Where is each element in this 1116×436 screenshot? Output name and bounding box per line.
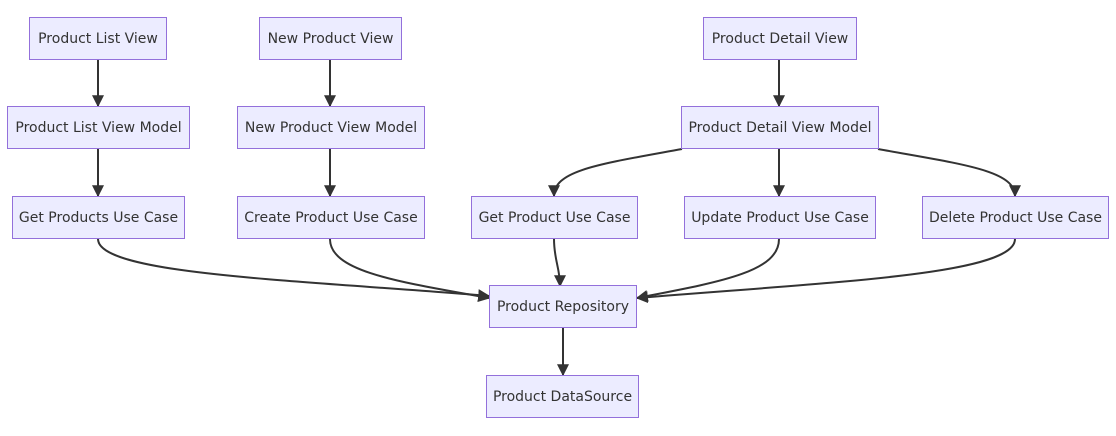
node-new-product-view-model: New Product View Model [237, 106, 425, 149]
node-product-list-view-model: Product List View Model [7, 106, 190, 149]
node-delete-product-use-case: Delete Product Use Case [922, 196, 1109, 239]
edge-get-products-use-case-to-product-repository [97, 238, 491, 302]
edge-update-product-use-case-to-product-repository [635, 238, 780, 302]
node-product-detail-view-model: Product Detail View Model [681, 106, 879, 149]
node-create-product-use-case: Create Product Use Case [237, 196, 425, 239]
node-product-repository: Product Repository [489, 285, 637, 328]
node-get-product-use-case: Get Product Use Case [471, 196, 638, 239]
node-product-list-view: Product List View [29, 17, 167, 60]
edge-create-product-use-case-to-product-repository [329, 238, 491, 302]
node-new-product-view: New Product View [259, 17, 402, 60]
edge-product-detail-view-model-to-delete-product-use-case [877, 148, 1021, 198]
node-update-product-use-case: Update Product Use Case [684, 196, 876, 239]
node-product-detail-view: Product Detail View [703, 17, 857, 60]
edge-delete-product-use-case-to-product-repository [635, 238, 1016, 304]
node-get-products-use-case: Get Products Use Case [12, 196, 185, 239]
edge-get-product-use-case-to-product-repository [553, 238, 566, 288]
edge-product-detail-view-model-to-get-product-use-case [548, 148, 683, 198]
node-product-datasource: Product DataSource [486, 375, 639, 418]
